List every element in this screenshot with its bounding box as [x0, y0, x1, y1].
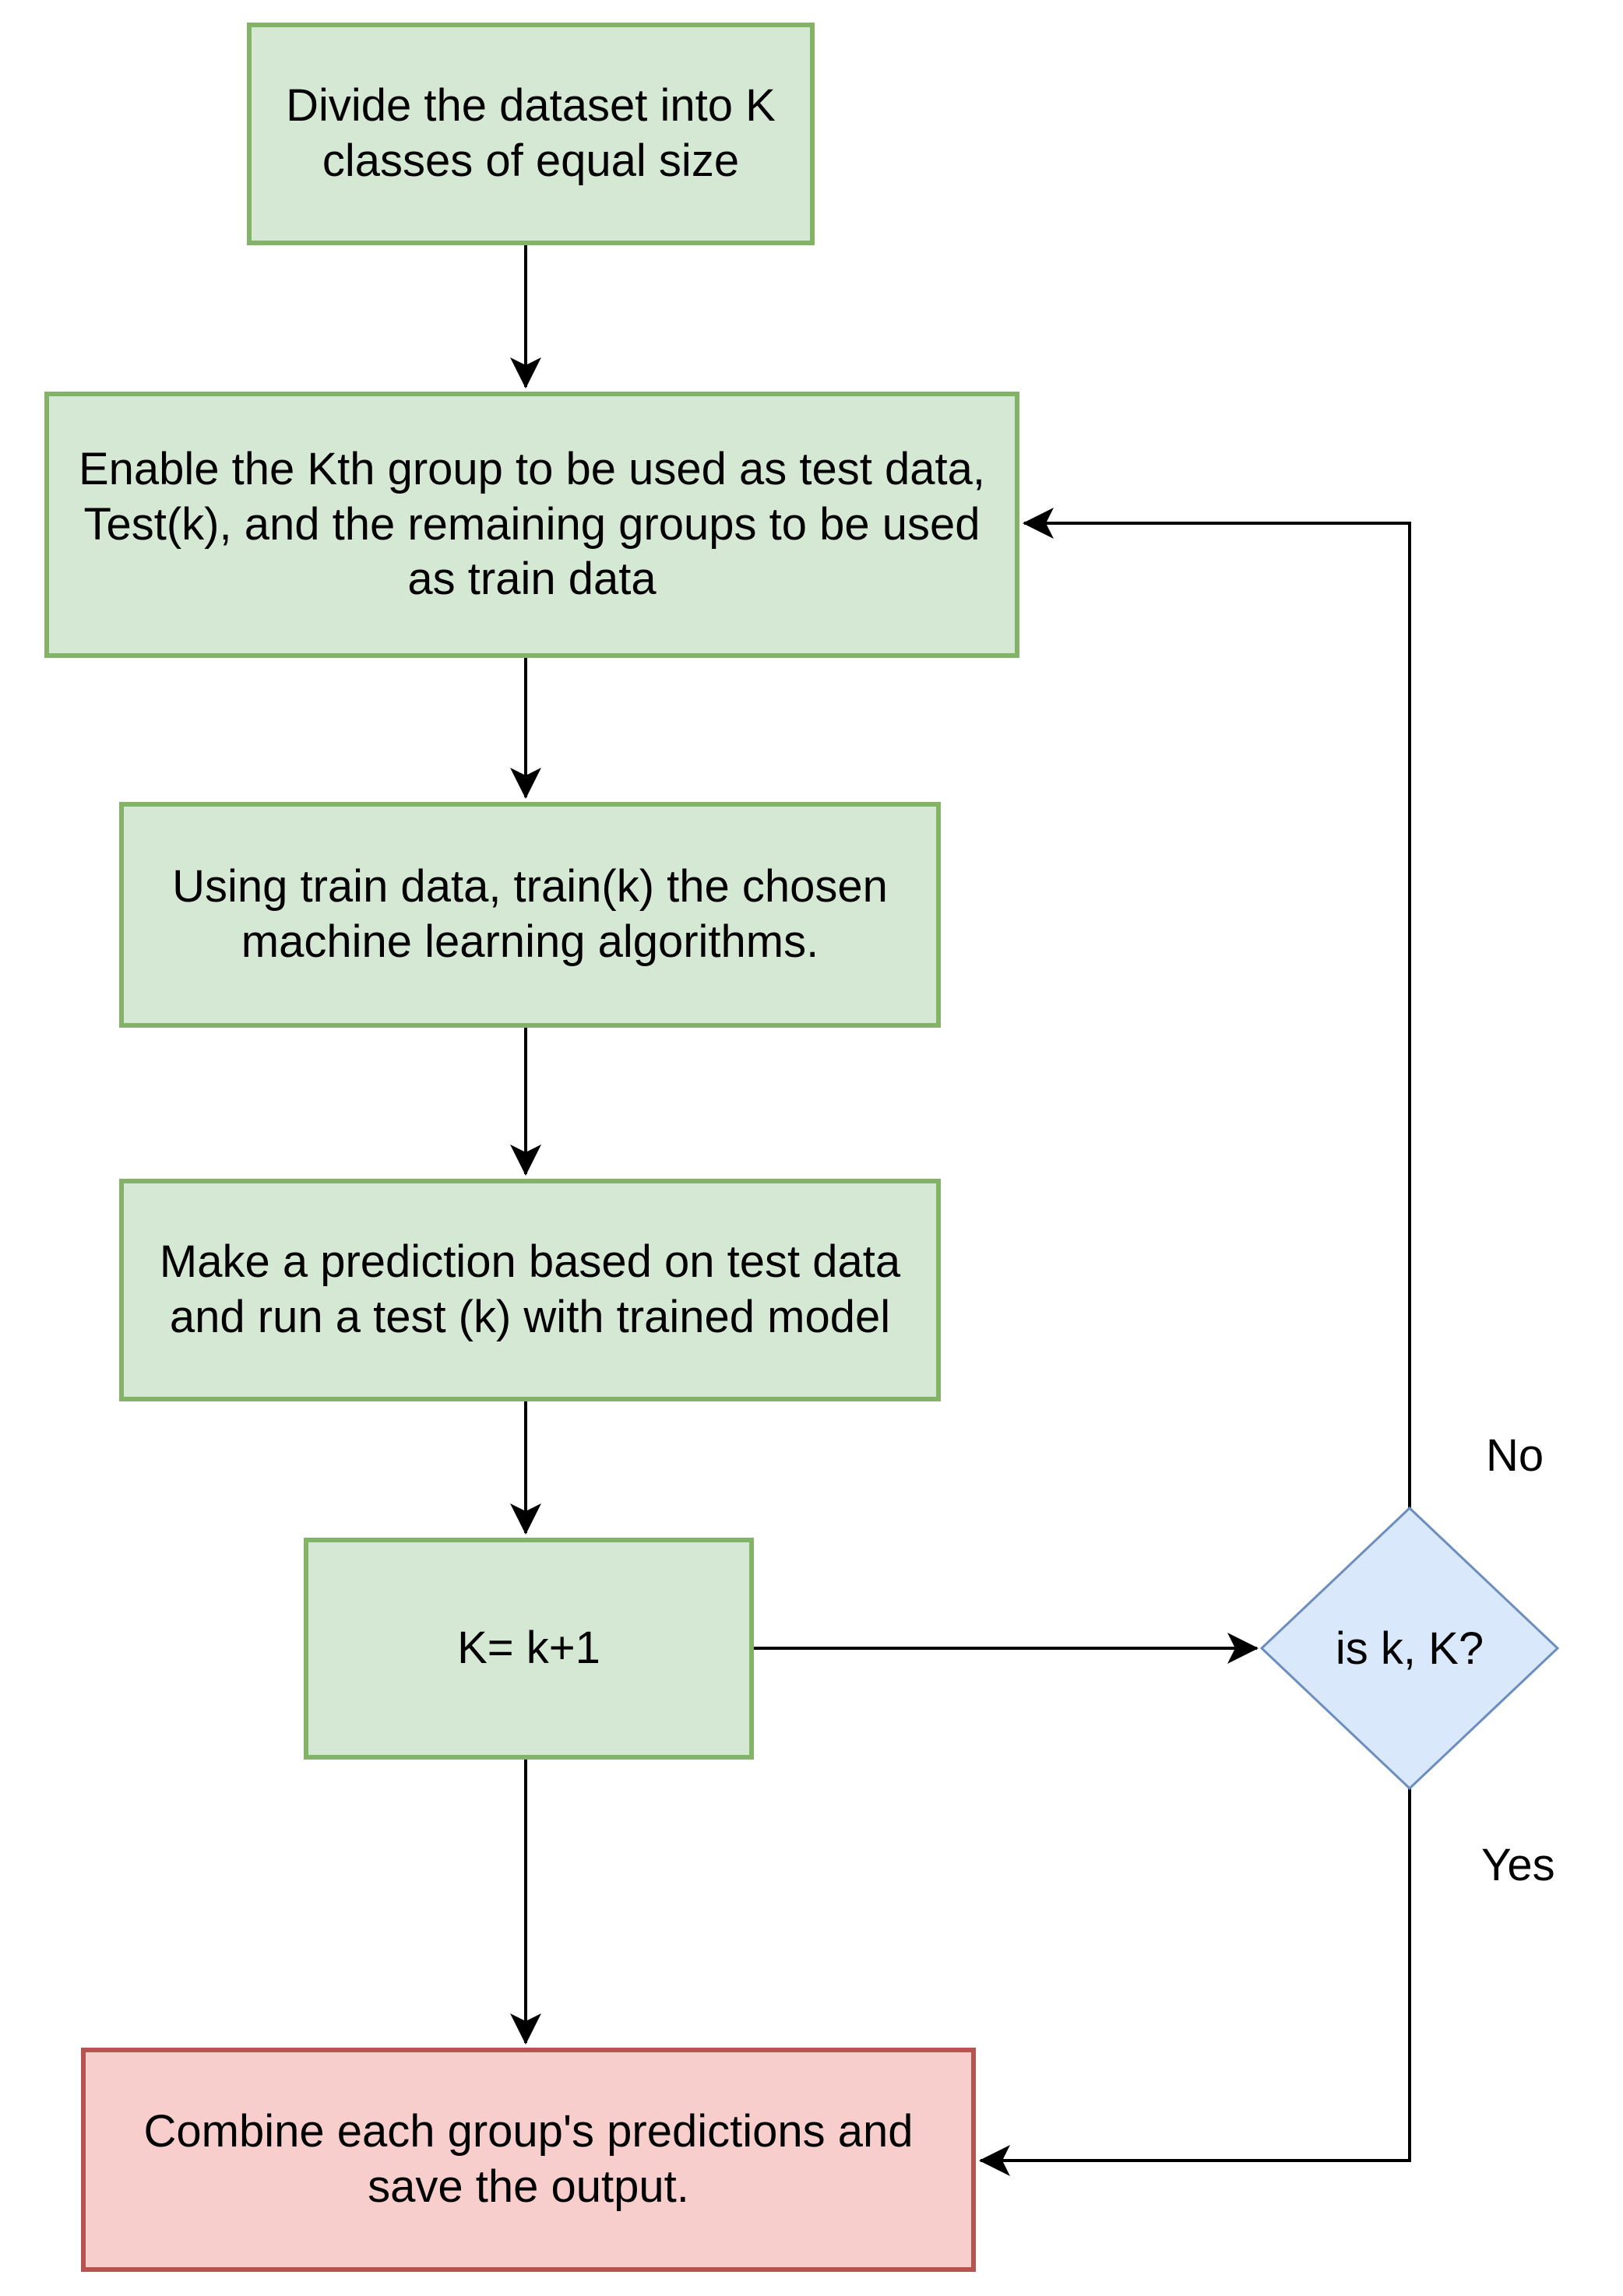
node-increment-k: K= k+1 [304, 1538, 754, 1760]
connector-decision-no-loop [1023, 508, 1411, 1508]
edge-label-no: No [1486, 1430, 1544, 1481]
edge-label-yes: Yes [1481, 1840, 1555, 1890]
decision-diamond-shape [1259, 1506, 1560, 1791]
node-divide-dataset: Divide the dataset into K classes of equ… [247, 23, 815, 245]
node-train-algorithms: Using train data, train(k) the chosen ma… [119, 802, 941, 1028]
node-make-prediction: Make a prediction based on test data and… [119, 1179, 941, 1401]
connector-decision-yes-loop [979, 1788, 1411, 2176]
decision-is-k-k-label: is k, K? [1335, 1623, 1484, 1674]
node-enable-kth-group: Enable the Kth group to be used as test … [44, 392, 1019, 658]
node-combine-predictions: Combine each group's predictions and sav… [81, 2048, 976, 2272]
